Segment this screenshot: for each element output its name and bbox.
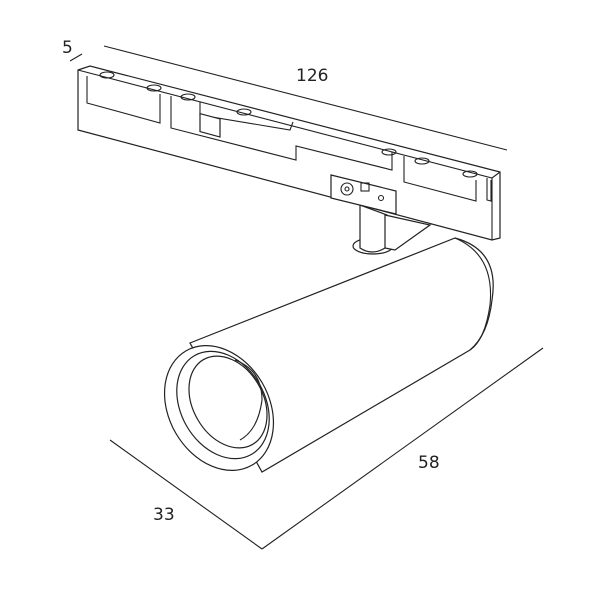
dimension-line-projection xyxy=(261,347,544,550)
dimension-tick-depth xyxy=(69,53,83,62)
dimension-label-diameter: 33 xyxy=(153,505,175,525)
dimension-line-length xyxy=(103,45,508,151)
connector-switch xyxy=(199,112,221,138)
spotlight-cylinder xyxy=(163,237,494,473)
dimension-line-diameter xyxy=(109,439,263,550)
bracket-plate xyxy=(330,174,397,215)
track-adapter-rail xyxy=(77,65,501,241)
dimension-label-projection: 58 xyxy=(418,453,440,473)
dimension-label-length: 126 xyxy=(296,66,329,86)
dimension-label-rail-depth: 5 xyxy=(62,38,73,58)
mount-stem xyxy=(352,204,432,255)
lens-reflector xyxy=(188,355,268,449)
screws xyxy=(99,71,478,178)
